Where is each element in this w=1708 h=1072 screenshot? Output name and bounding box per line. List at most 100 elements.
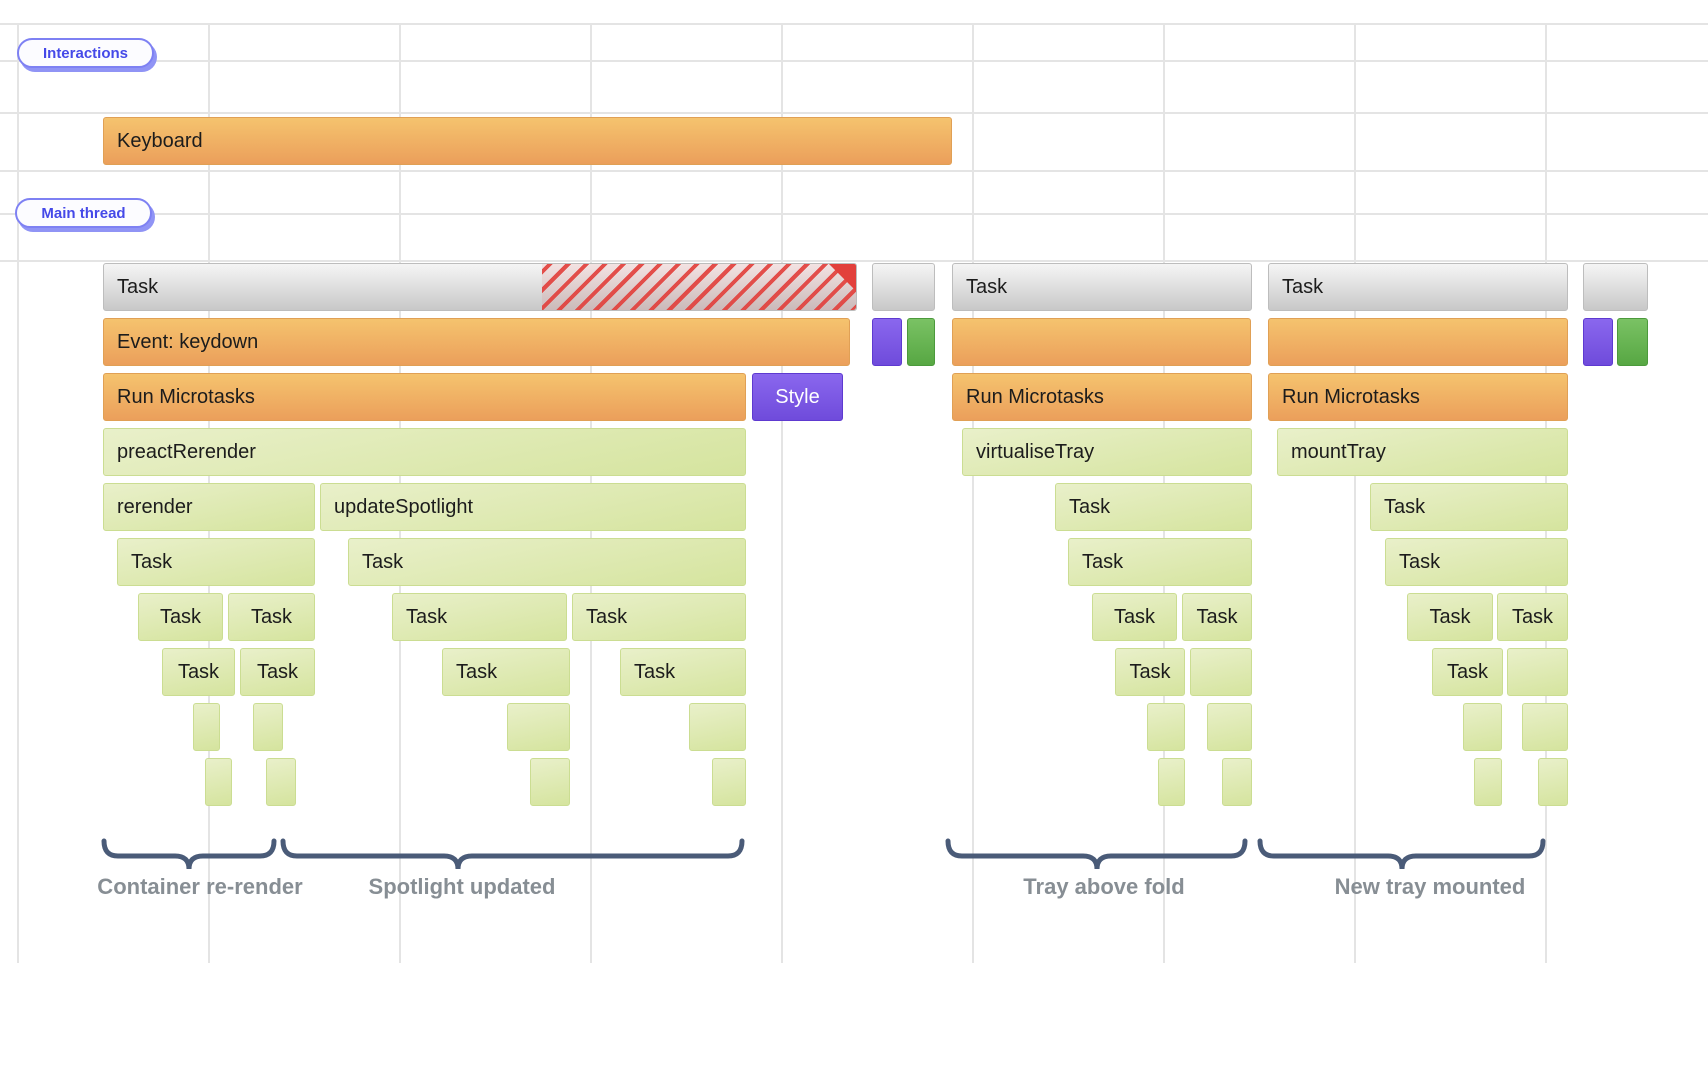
- flame-bar-run-microtasks[interactable]: Run Microtasks: [1268, 373, 1568, 421]
- flame-bar-label: Task: [159, 605, 202, 628]
- flame-bar-green[interactable]: [530, 758, 570, 806]
- flame-bar-task[interactable]: Task: [1432, 648, 1503, 696]
- flame-bar-task[interactable]: Task: [1370, 483, 1568, 531]
- gridline-horizontal: [0, 112, 1708, 114]
- flame-bar-task[interactable]: Task: [392, 593, 567, 641]
- flame-bar-task[interactable]: Task: [162, 648, 235, 696]
- flame-bar-run-microtasks[interactable]: Run Microtasks: [103, 373, 746, 421]
- flame-bar-task[interactable]: Task: [228, 593, 315, 641]
- flame-bar-green[interactable]: [253, 703, 283, 751]
- flame-bar-orange[interactable]: [952, 318, 1251, 366]
- flame-bar-label: Task: [177, 660, 220, 683]
- flame-bar-task[interactable]: Task: [1407, 593, 1493, 641]
- flame-bar-green[interactable]: [689, 703, 746, 751]
- track-label-interactions[interactable]: Interactions: [17, 38, 154, 68]
- interaction-bar-keyboard[interactable]: Keyboard: [103, 117, 952, 165]
- flame-bar-label: updateSpotlight: [334, 495, 474, 518]
- flame-bar-purple[interactable]: [872, 318, 902, 366]
- flame-bar-task[interactable]: Task: [117, 538, 315, 586]
- flame-bar-task[interactable]: Task: [138, 593, 223, 641]
- flame-bar-label: rerender: [117, 495, 193, 518]
- flame-bar-task[interactable]: Task: [240, 648, 315, 696]
- gridline-horizontal: [0, 260, 1708, 262]
- flame-bar-green[interactable]: [1463, 703, 1502, 751]
- flame-bar-rerender[interactable]: rerender: [103, 483, 315, 531]
- flame-bar-green[interactable]: [1522, 703, 1568, 751]
- flame-bar-label: Task: [1282, 275, 1324, 298]
- flame-bar-task[interactable]: Task: [1092, 593, 1177, 641]
- flame-bar-task[interactable]: Task: [572, 593, 746, 641]
- flame-bar-purple[interactable]: [1583, 318, 1613, 366]
- flame-bar-green[interactable]: [507, 703, 570, 751]
- flame-bar-label: Task: [456, 660, 498, 683]
- flame-bar-green[interactable]: [1222, 758, 1252, 806]
- flame-bar-task[interactable]: Task: [620, 648, 746, 696]
- flame-bar-task[interactable]: Task: [1385, 538, 1568, 586]
- gridline-vertical: [972, 23, 974, 963]
- flame-bar-virtualisetray[interactable]: virtualiseTray: [962, 428, 1252, 476]
- flame-bar-label: Task: [1429, 605, 1471, 628]
- flame-bar-preactrerender[interactable]: preactRerender: [103, 428, 746, 476]
- flame-bar-solid-green[interactable]: [907, 318, 935, 366]
- flame-bar-label: Task: [966, 275, 1008, 298]
- gridline-vertical: [17, 23, 19, 963]
- flame-bar-updatespotlight[interactable]: updateSpotlight: [320, 483, 746, 531]
- flame-bar-task[interactable]: Task: [1182, 593, 1252, 641]
- track-label-main-thread[interactable]: Main thread: [15, 198, 152, 228]
- flame-bar-label: Task: [1069, 495, 1111, 518]
- flame-bar-label: Task: [406, 605, 448, 628]
- flame-bar-label: Task: [117, 275, 159, 298]
- flame-bar-task[interactable]: Task: [952, 263, 1252, 311]
- flame-bar-label: Task: [250, 605, 293, 628]
- flame-bar-gray[interactable]: [872, 263, 935, 311]
- brace-new-tray-mounted: [1257, 838, 1546, 870]
- flame-bar-style[interactable]: Style: [752, 373, 843, 421]
- flame-bar-solid-green[interactable]: [1617, 318, 1648, 366]
- flame-bar-green[interactable]: [266, 758, 296, 806]
- flame-bar-label: Task: [1129, 660, 1171, 683]
- flame-bar-green[interactable]: [205, 758, 232, 806]
- flame-bar-green[interactable]: [1190, 648, 1252, 696]
- flame-bar-label: Task: [256, 660, 299, 683]
- flame-bar-green[interactable]: [1207, 703, 1252, 751]
- flame-bar-mounttray[interactable]: mountTray: [1277, 428, 1568, 476]
- flame-bar-green[interactable]: [1158, 758, 1185, 806]
- flame-bar-label: Task: [634, 660, 676, 683]
- flame-bar-green[interactable]: [193, 703, 220, 751]
- flame-bar-green[interactable]: [1538, 758, 1568, 806]
- flame-bar-label: virtualiseTray: [976, 440, 1095, 463]
- flame-bar-task[interactable]: Task: [1268, 263, 1568, 311]
- flame-bar-label: Task: [586, 605, 628, 628]
- flame-bar-task[interactable]: Task: [1115, 648, 1185, 696]
- flame-bar-task[interactable]: Task: [442, 648, 570, 696]
- flame-bar-green[interactable]: [712, 758, 746, 806]
- gridline-horizontal: [0, 23, 1708, 25]
- flame-bar-label: Task: [1384, 495, 1426, 518]
- flame-bar-green[interactable]: [1147, 703, 1185, 751]
- gridline-horizontal: [0, 170, 1708, 172]
- flame-bar-run-microtasks[interactable]: Run Microtasks: [952, 373, 1252, 421]
- flame-bar-task[interactable]: Task: [1068, 538, 1252, 586]
- annotation-label-spotlight-updated: Spotlight updated: [368, 874, 556, 899]
- annotation-label-container-re-render: Container re-render: [97, 874, 303, 899]
- flame-bar-label: Run Microtasks: [117, 385, 255, 408]
- flame-bar-green[interactable]: [1474, 758, 1502, 806]
- annotation-label-tray-above-fold: Tray above fold: [1023, 874, 1185, 899]
- flame-bar-task[interactable]: Task: [1497, 593, 1568, 641]
- flame-bar-label: Task: [1113, 605, 1156, 628]
- flame-bar-orange[interactable]: [1268, 318, 1568, 366]
- flame-bar-event-keydown[interactable]: Event: keydown: [103, 318, 850, 366]
- annotation-label-new-tray-mounted: New tray mounted: [1334, 874, 1526, 899]
- gridline-vertical: [1354, 23, 1356, 963]
- long-task-hatch: [542, 264, 856, 310]
- flame-bar-green[interactable]: [1507, 648, 1568, 696]
- flame-bar-gray[interactable]: [1583, 263, 1648, 311]
- flame-bar-task[interactable]: Task: [348, 538, 746, 586]
- brace-container-re-render: [101, 838, 277, 870]
- flame-bar-task[interactable]: Task: [1055, 483, 1252, 531]
- flame-bar-task[interactable]: Task: [103, 263, 857, 311]
- gridline-vertical: [781, 23, 783, 963]
- flame-bar-label: Task: [362, 550, 404, 573]
